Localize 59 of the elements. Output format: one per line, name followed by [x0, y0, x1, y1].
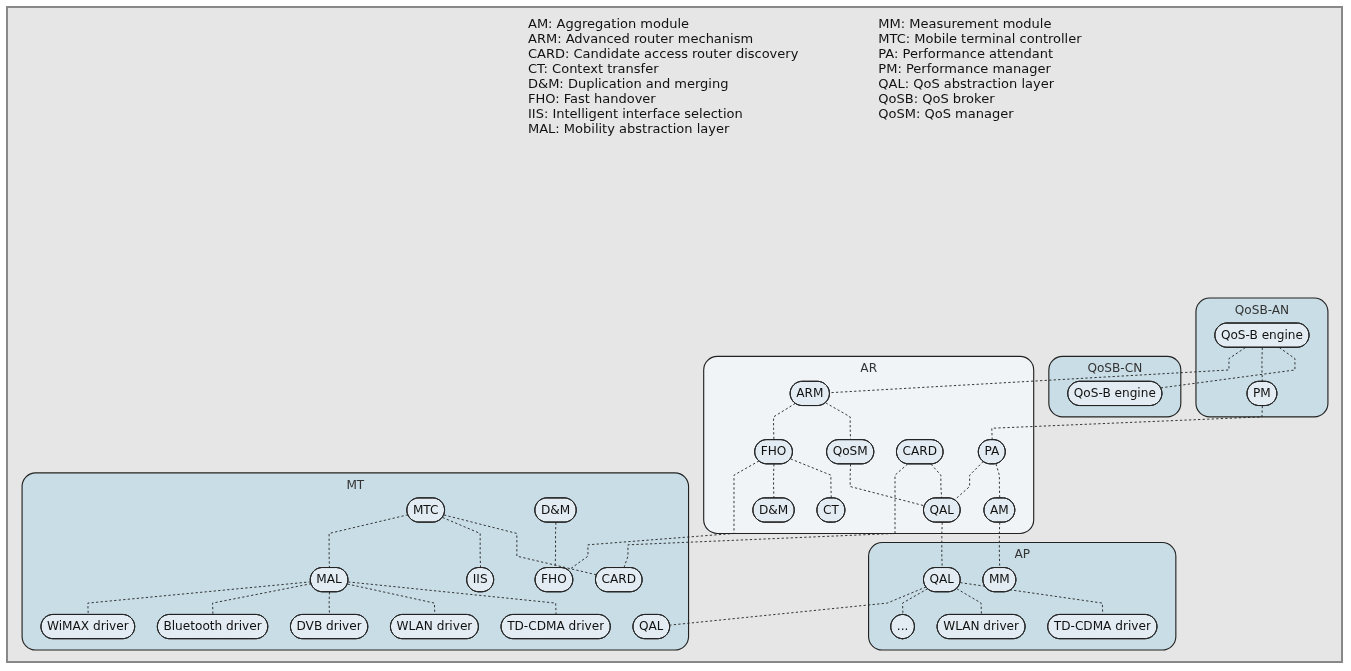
group-title: AR [860, 360, 878, 376]
component-pill: D&M [752, 497, 795, 523]
component-pill: QoS-B engine [1214, 322, 1310, 348]
dashed-connector [954, 461, 984, 501]
component-pill: IIS [466, 567, 495, 593]
abbreviation-note: IIS: Intelligent interface selection [528, 106, 744, 121]
component-pill: WLAN driver [390, 613, 479, 640]
component-pill: QAL [923, 497, 961, 523]
component-pill: MTC [406, 497, 445, 523]
dashed-connector [347, 581, 557, 616]
dashed-connector [829, 347, 1246, 394]
abbreviation-note: MAL: Mobility abstraction layer [528, 121, 731, 136]
component-pill: ... [890, 613, 915, 640]
dashed-connector [87, 581, 312, 616]
group-title: QoSB-AN [1234, 302, 1290, 317]
abbreviation-note: AM: Aggregation module [528, 16, 691, 31]
component-pill: CT [816, 497, 846, 523]
abbreviation-note: QoSM: QoS manager [878, 106, 1015, 121]
dashed-connector [442, 516, 481, 569]
component-pill: TD-CDMA driver [500, 613, 611, 640]
dashed-connector [995, 463, 1001, 499]
dashed-connector [1160, 347, 1296, 389]
dashed-connector [1261, 347, 1263, 383]
abbreviation-note: QAL: QoS abstraction layer [878, 76, 1055, 91]
dashed-connector [212, 583, 312, 616]
component-pill: QoS-B engine [1067, 380, 1163, 406]
group-title: AP [1014, 547, 1030, 562]
component-pill: WLAN driver [936, 613, 1026, 640]
abbreviation-note: D&M: Duplication and merging [528, 76, 730, 91]
component-pill: TD-CDMA driver [1047, 613, 1158, 640]
abbreviation-note: PM: Performance manager [878, 61, 1052, 76]
component-pill: PA [977, 439, 1006, 465]
component-pill: AM [983, 497, 1016, 523]
component-pill: D&M [534, 497, 577, 523]
component-pill: Bluetooth driver [156, 613, 269, 640]
group-title: MT [346, 477, 365, 492]
dashed-connector [554, 521, 557, 569]
dashed-connector [849, 463, 926, 507]
group-title: QoSB-CN [1087, 360, 1143, 376]
abbreviation-note: CARD: Candidate access router discovery [528, 46, 799, 61]
dashed-connector [998, 521, 1001, 569]
dashed-connector [991, 405, 1263, 441]
abbreviation-note: MM: Measurement module [878, 16, 1053, 31]
dashed-connector [956, 588, 982, 616]
component-pill: PM [1246, 380, 1278, 406]
abbreviation-note: FHO: Fast handover [528, 91, 657, 106]
component-pill: WiMAX driver [40, 613, 136, 640]
dashed-connector [902, 588, 929, 616]
component-pill: DVB driver [290, 613, 369, 640]
component-pill: ARM [789, 380, 830, 406]
abbreviation-note: CT: Context transfer [528, 61, 660, 76]
abbreviation-note: QoSB: QoS broker [878, 91, 996, 106]
dashed-connector [941, 521, 943, 569]
dashed-connector [328, 591, 330, 616]
abbreviation-note: PA: Performance attendant [878, 46, 1054, 61]
abbreviation-note: ARM: Advanced router mechanism [528, 31, 755, 46]
dashed-connector [328, 514, 409, 569]
abbreviation-note: MTC: Mobile terminal controller [878, 31, 1082, 46]
dashed-connector [669, 586, 927, 626]
